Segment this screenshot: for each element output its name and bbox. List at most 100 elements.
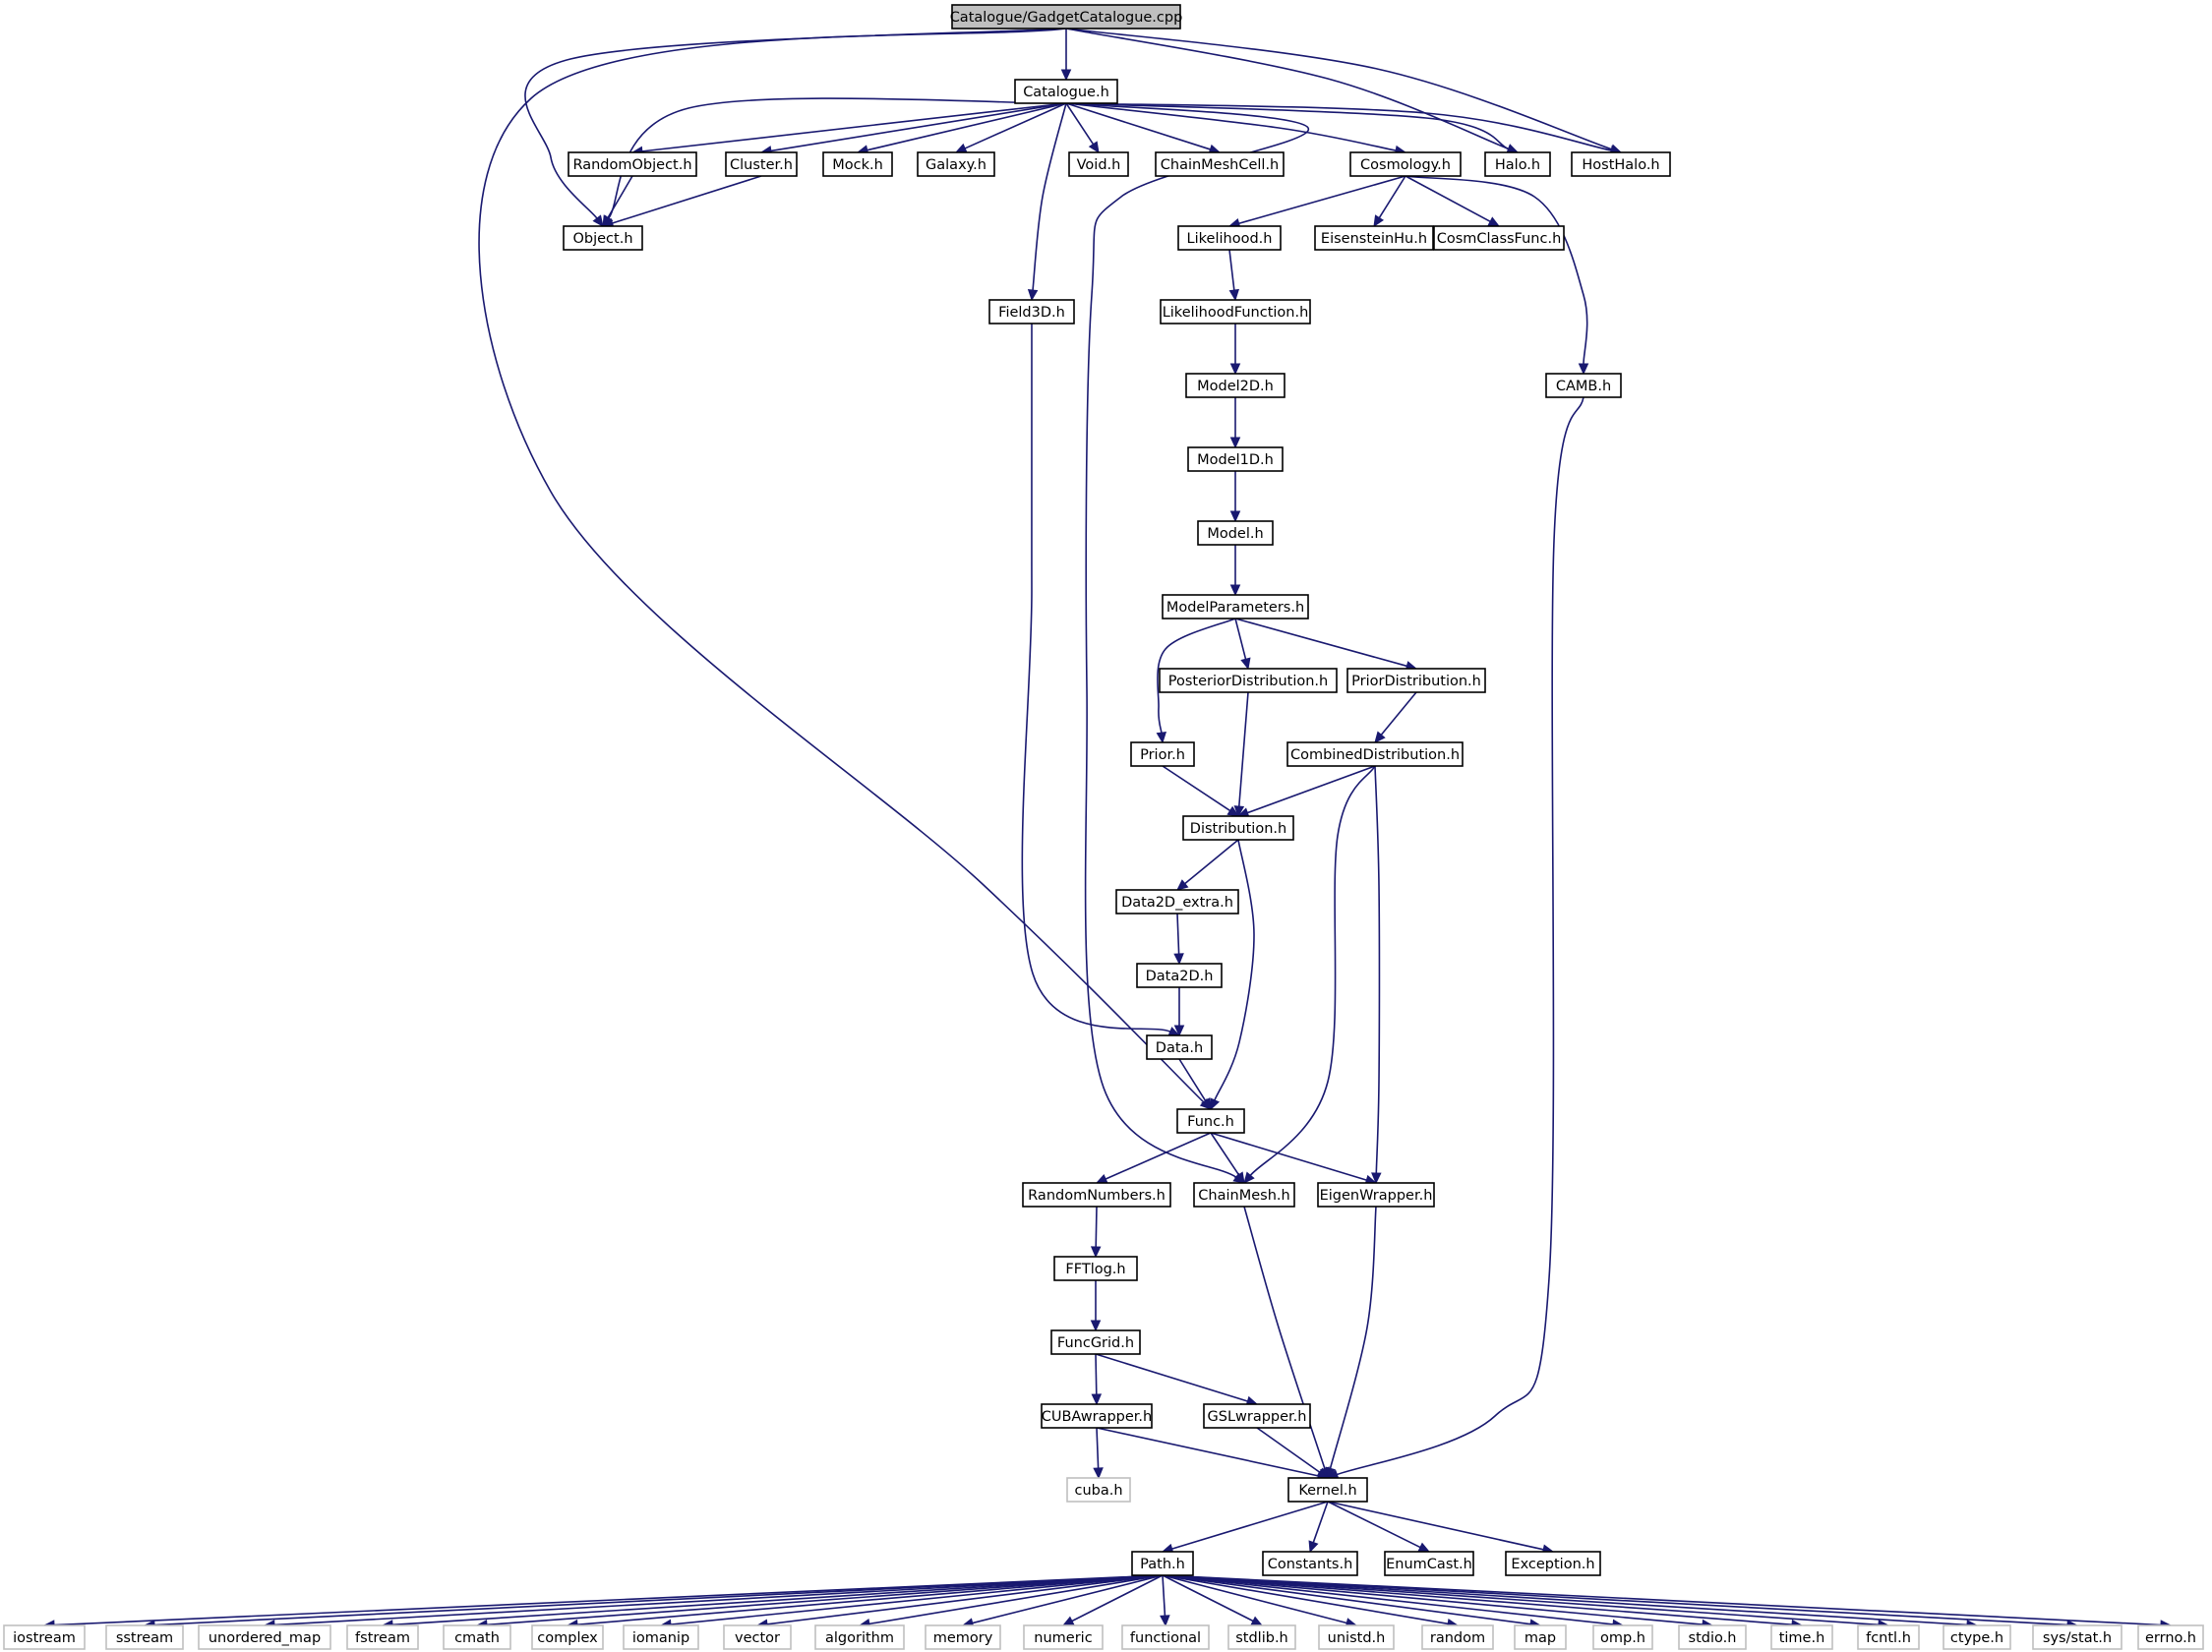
node-box xyxy=(1314,225,1434,251)
node-eigenwrapper[interactable]: EigenWrapper.h xyxy=(1317,1182,1435,1208)
node-box xyxy=(568,151,697,177)
node-fcntl: fcntl.h xyxy=(1857,1624,1920,1650)
node-label: numeric xyxy=(1034,1630,1092,1646)
node-void[interactable]: Void.h xyxy=(1068,151,1129,177)
node-label: Model1D.h xyxy=(1197,452,1274,468)
node-constants[interactable]: Constants.h xyxy=(1262,1551,1358,1576)
node-eisensteinhu[interactable]: EisensteinHu.h xyxy=(1314,225,1434,251)
node-prior[interactable]: Prior.h xyxy=(1130,741,1195,767)
node-stdio: stdio.h xyxy=(1678,1624,1747,1650)
node-label: random xyxy=(1430,1630,1485,1646)
node-box xyxy=(1022,1182,1171,1208)
node-galaxy[interactable]: Galaxy.h xyxy=(917,151,995,177)
node-randomnumbers[interactable]: RandomNumbers.h xyxy=(1022,1182,1171,1208)
node-mock[interactable]: Mock.h xyxy=(822,151,893,177)
node-label: GSLwrapper.h xyxy=(1208,1409,1307,1425)
node-fftlog[interactable]: FFTlog.h xyxy=(1053,1256,1138,1281)
edge-line xyxy=(1065,28,1612,150)
edge-line xyxy=(478,28,1205,1103)
node-distribution[interactable]: Distribution.h xyxy=(1182,815,1294,841)
node-field3d[interactable]: Field3D.h xyxy=(988,299,1075,324)
node-box xyxy=(814,1624,905,1650)
node-priordistribution[interactable]: PriorDistribution.h xyxy=(1346,668,1486,693)
node-gslwrapper[interactable]: GSLwrapper.h xyxy=(1203,1403,1311,1429)
edge-cubawrapper-to-cuba xyxy=(1093,1427,1104,1480)
node-label: Field3D.h xyxy=(998,305,1065,321)
edge-line xyxy=(972,1574,1164,1624)
node-box xyxy=(1421,1624,1494,1650)
node-exception[interactable]: Exception.h xyxy=(1505,1551,1601,1576)
edge-path-to-map xyxy=(1162,1574,1542,1629)
arrowhead-icon xyxy=(1578,363,1589,376)
edge-func-to-chainmesh xyxy=(1210,1132,1245,1185)
node-chainmeshcell[interactable]: ChainMeshCell.h xyxy=(1155,151,1285,177)
arrowhead-icon xyxy=(1088,141,1100,154)
node-func[interactable]: Func.h xyxy=(1176,1108,1245,1134)
node-object[interactable]: Object.h xyxy=(563,225,643,251)
node-randomobject[interactable]: RandomObject.h xyxy=(568,151,697,177)
node-posteriordistribution[interactable]: PosteriorDistribution.h xyxy=(1159,668,1338,693)
node-modelparameters[interactable]: ModelParameters.h xyxy=(1162,594,1309,620)
node-label: algorithm xyxy=(825,1630,894,1646)
node-cubawrapper[interactable]: CUBAwrapper.h xyxy=(1041,1403,1153,1429)
node-label: Data2D.h xyxy=(1146,969,1214,984)
node-cluster[interactable]: Cluster.h xyxy=(725,151,798,177)
node-gadgetcatalogue[interactable]: Catalogue/GadgetCatalogue.cpp xyxy=(950,4,1183,30)
arrowhead-icon xyxy=(1229,584,1241,597)
node-likelihood[interactable]: Likelihood.h xyxy=(1177,225,1282,251)
node-enumcast[interactable]: EnumCast.h xyxy=(1384,1551,1474,1576)
node-box xyxy=(1505,1551,1601,1576)
node-likelihoodfunction[interactable]: LikelihoodFunction.h xyxy=(1160,299,1311,324)
edge-line xyxy=(1065,102,1509,150)
node-label: Exception.h xyxy=(1511,1557,1594,1572)
node-label: CAMB.h xyxy=(1556,379,1611,394)
edge-line xyxy=(1071,1574,1164,1622)
edge-fftlog-to-funcgrid xyxy=(1090,1280,1102,1332)
edge-data2d-to-data xyxy=(1173,987,1185,1037)
node-box xyxy=(1115,889,1239,914)
arrowhead-icon xyxy=(1325,1466,1336,1480)
edge-combineddistribution-to-chainmesh xyxy=(1243,765,1376,1184)
node-box xyxy=(1121,1624,1210,1650)
arrowhead-icon xyxy=(1027,289,1039,302)
edge-line xyxy=(1337,396,1584,1476)
arrowhead-icon xyxy=(1226,805,1240,817)
node-kernel[interactable]: Kernel.h xyxy=(1287,1477,1368,1503)
edge-line xyxy=(1162,1574,1347,1624)
node-data[interactable]: Data.h xyxy=(1146,1034,1213,1060)
edge-line xyxy=(670,1574,1164,1625)
node-label: LikelihoodFunction.h xyxy=(1163,305,1309,321)
node-path[interactable]: Path.h xyxy=(1131,1551,1194,1576)
edge-catalogue-to-chainmesh xyxy=(1065,102,1309,1184)
edge-camb-to-kernel xyxy=(1326,396,1584,1480)
node-box xyxy=(1160,299,1311,324)
node-chainmesh[interactable]: ChainMesh.h xyxy=(1193,1182,1295,1208)
node-box xyxy=(1131,1551,1194,1576)
edge-line xyxy=(391,1574,1164,1626)
node-data2d-extra[interactable]: Data2D_extra.h xyxy=(1115,889,1239,914)
node-model1d[interactable]: Model1D.h xyxy=(1187,446,1284,472)
node-combineddistribution[interactable]: CombinedDistribution.h xyxy=(1286,741,1464,767)
node-label: PriorDistribution.h xyxy=(1351,674,1481,689)
node-hosthalo[interactable]: HostHalo.h xyxy=(1571,151,1671,177)
node-cosmology[interactable]: Cosmology.h xyxy=(1349,151,1462,177)
node-data2d[interactable]: Data2D.h xyxy=(1136,963,1223,988)
node-label: Prior.h xyxy=(1140,747,1185,763)
node-model2d[interactable]: Model2D.h xyxy=(1185,373,1285,398)
node-complex: complex xyxy=(531,1624,604,1650)
node-fstream: fstream xyxy=(346,1624,419,1650)
edge-line xyxy=(1021,323,1171,1032)
node-label: CosmClassFunc.h xyxy=(1437,231,1562,247)
edge-line xyxy=(1378,175,1406,218)
edge-line xyxy=(1065,102,1397,151)
node-cosmclassfunc[interactable]: CosmClassFunc.h xyxy=(1433,225,1565,251)
node-label: CUBAwrapper.h xyxy=(1042,1409,1152,1425)
node-funcgrid[interactable]: FuncGrid.h xyxy=(1050,1329,1141,1355)
node-box xyxy=(531,1624,604,1650)
edge-path-to-vector xyxy=(755,1574,1164,1629)
node-model[interactable]: Model.h xyxy=(1197,520,1274,546)
node-camb[interactable]: CAMB.h xyxy=(1545,373,1622,398)
node-catalogue[interactable]: Catalogue.h xyxy=(1014,79,1118,104)
node-box xyxy=(1592,1624,1653,1650)
node-halo[interactable]: Halo.h xyxy=(1484,151,1551,177)
